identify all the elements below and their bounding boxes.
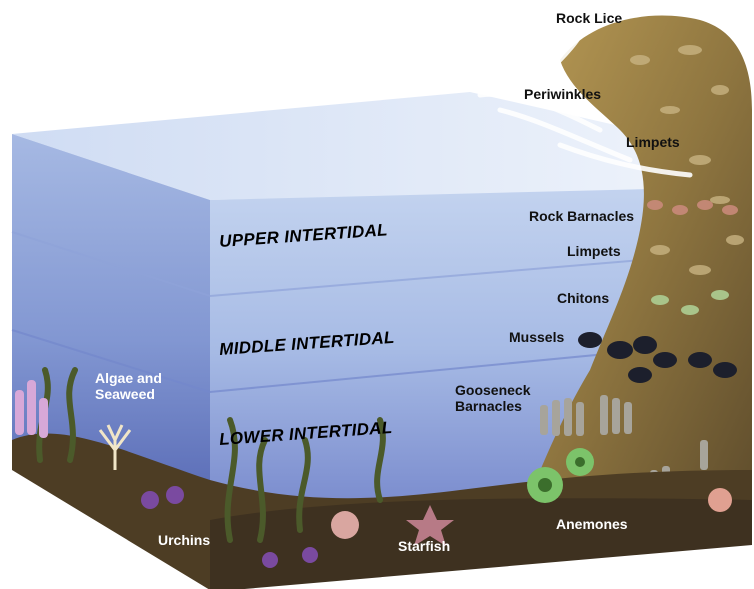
- pink-urchin: [331, 511, 359, 539]
- label-chitons: Chitons: [557, 290, 609, 306]
- label-rock-lice: Rock Lice: [556, 10, 622, 26]
- label-rock-barnacles: Rock Barnacles: [529, 208, 634, 224]
- label-starfish: Starfish: [398, 538, 450, 554]
- label-limpets-mid: Limpets: [567, 243, 621, 259]
- label-gooseneck-barnacles: Gooseneck Barnacles: [455, 382, 530, 414]
- sea-floor-front: [210, 498, 752, 589]
- label-algae-seaweed: Algae and Seaweed: [95, 370, 162, 402]
- label-mussels: Mussels: [509, 329, 564, 345]
- label-periwinkles: Periwinkles: [524, 86, 601, 102]
- label-anemones: Anemones: [556, 516, 628, 532]
- label-limpets-top: Limpets: [626, 134, 680, 150]
- label-urchins: Urchins: [158, 532, 210, 548]
- pink-shell: [708, 488, 732, 512]
